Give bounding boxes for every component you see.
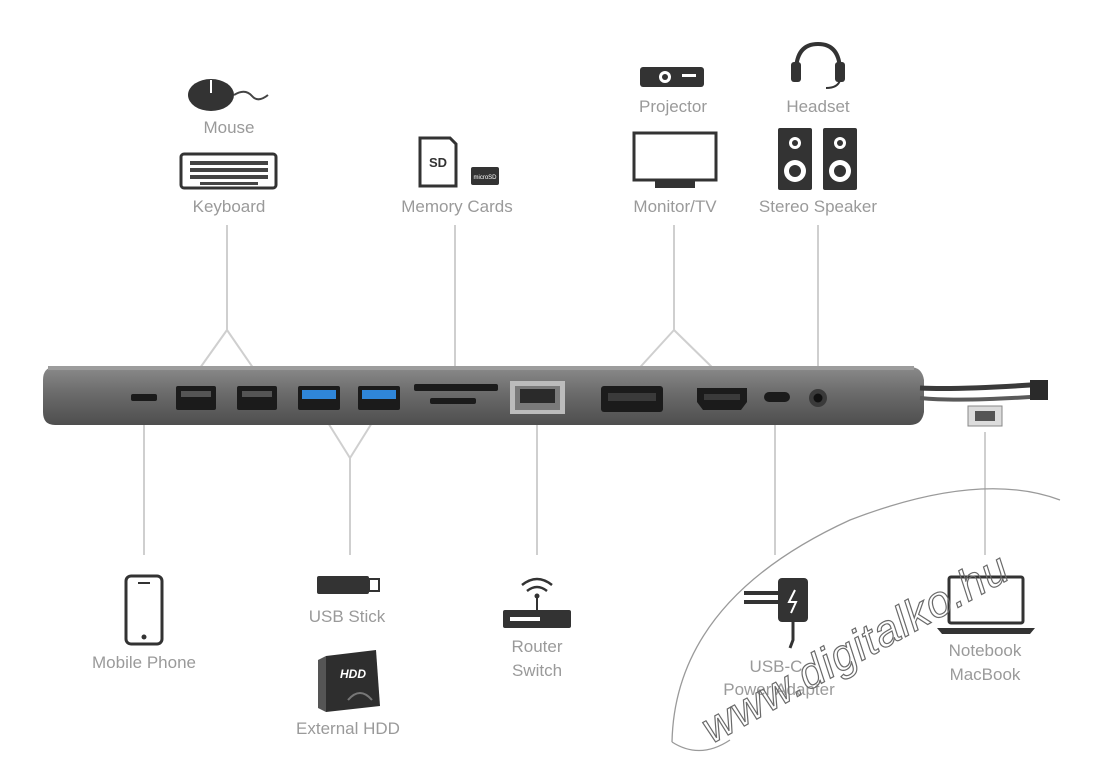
mouse-icon: [188, 79, 269, 111]
power-adapter-icon: [744, 578, 808, 649]
usb-stick-label: USB Stick: [309, 607, 386, 626]
usb-stick-icon: [317, 576, 380, 594]
headset-label: Headset: [786, 97, 850, 116]
usb-a-port-1: [176, 386, 216, 410]
router-icon: [503, 577, 571, 628]
usbc-power-label-line1: USB-C: [750, 657, 803, 676]
macbook-label: MacBook: [950, 665, 1021, 684]
notebook-label: Notebook: [949, 641, 1022, 660]
svg-text:HDD: HDD: [340, 667, 366, 681]
microsd-card-icon: microSD: [471, 167, 499, 185]
switch-label: Switch: [512, 661, 562, 680]
stereo-speaker-label: Stereo Speaker: [759, 197, 877, 216]
projector-icon: [640, 67, 704, 87]
stereo-speaker-icon: [778, 128, 857, 190]
usb-a-port-2: [237, 386, 277, 410]
mobile-phone-label: Mobile Phone: [92, 653, 196, 672]
keyboard-icon: [179, 152, 278, 190]
svg-text:microSD: microSD: [473, 175, 497, 181]
monitor-tv-label: Monitor/TV: [633, 197, 717, 216]
svg-text:SD: SD: [429, 155, 447, 170]
projector-label: Projector: [639, 97, 707, 116]
usb-c-port: [764, 392, 790, 402]
mouse-label: Mouse: [203, 118, 254, 137]
router-label: Router: [511, 637, 562, 656]
card-reader-slot: [414, 384, 498, 404]
hub-cable: [919, 380, 1048, 427]
external-hdd-icon: HDD: [318, 650, 380, 712]
sd-card-icon: SD: [418, 136, 458, 188]
micro-usb-port: [131, 394, 157, 401]
mobile-phone-icon: [124, 574, 164, 646]
monitor-icon: [632, 131, 718, 188]
memory-cards-label: Memory Cards: [401, 197, 512, 216]
notebook-icon: [937, 575, 1035, 634]
keyboard-label: Keyboard: [193, 197, 266, 216]
ethernet-port: [510, 381, 565, 414]
watermark: www.digitalko.hu: [671, 488, 1061, 753]
usbc-power-label-line2: Power Adapter: [723, 680, 835, 699]
external-hdd-label: External HDD: [296, 719, 400, 738]
headset-icon: [791, 41, 845, 89]
docking-station: [43, 366, 1048, 427]
